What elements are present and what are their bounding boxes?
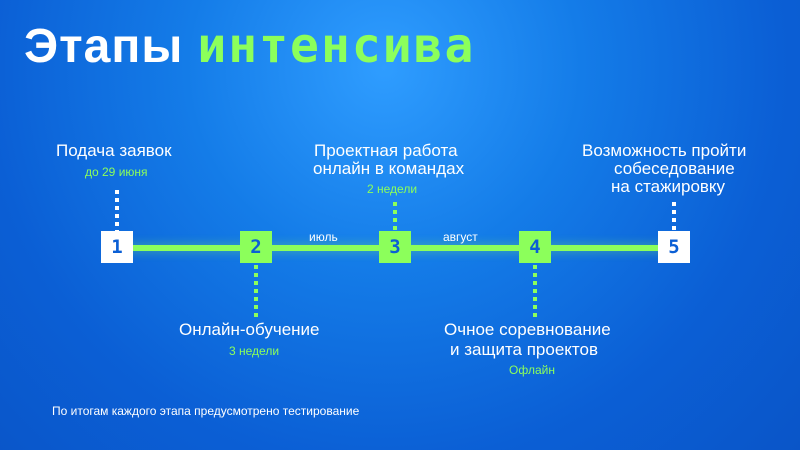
stage-5-title-line-1: Возможность пройти (582, 141, 747, 160)
stage-2-connector (254, 265, 258, 317)
page-title-accent: интенсива (197, 18, 476, 74)
stage-3-subtitle: 2 недели (367, 182, 418, 196)
stage-5-connector (672, 202, 676, 232)
stage-4-title-line-2: и защита проектов (450, 340, 599, 359)
stage-4-node: 4 (521, 233, 549, 261)
stage-4-connector (533, 265, 537, 317)
stage-2-node: 2 (242, 233, 270, 261)
stage-3-connector (393, 202, 397, 232)
stage-5-title-line-2: собеседование (614, 159, 735, 178)
month-label-august: август (443, 230, 478, 244)
stage-3-node: 3 (381, 233, 409, 261)
stage-4-title-line-1: Очное соревнование (444, 320, 611, 339)
stage-3-title-line-1: Проектная работа (314, 141, 458, 160)
page-title-main: Этапы (24, 20, 184, 73)
stage-5-title-line-3: на стажировку (611, 177, 726, 196)
stage-3-title-line-2: онлайн в командах (313, 159, 465, 178)
stage-1-connector (115, 190, 119, 232)
stage-4-subtitle: Офлайн (509, 363, 555, 377)
month-label-july: июль (309, 230, 338, 244)
stage-1-subtitle: до 29 июня (85, 165, 148, 179)
stage-1-title: Подача заявок (56, 141, 172, 160)
stage-2-subtitle: 3 недели (229, 344, 280, 358)
stage-5-node: 5 (660, 233, 688, 261)
stage-1-node: 1 (103, 233, 131, 261)
footer-note: По итогам каждого этапа предусмотрено те… (52, 404, 360, 418)
stage-2-title: Онлайн-обучение (179, 320, 320, 339)
